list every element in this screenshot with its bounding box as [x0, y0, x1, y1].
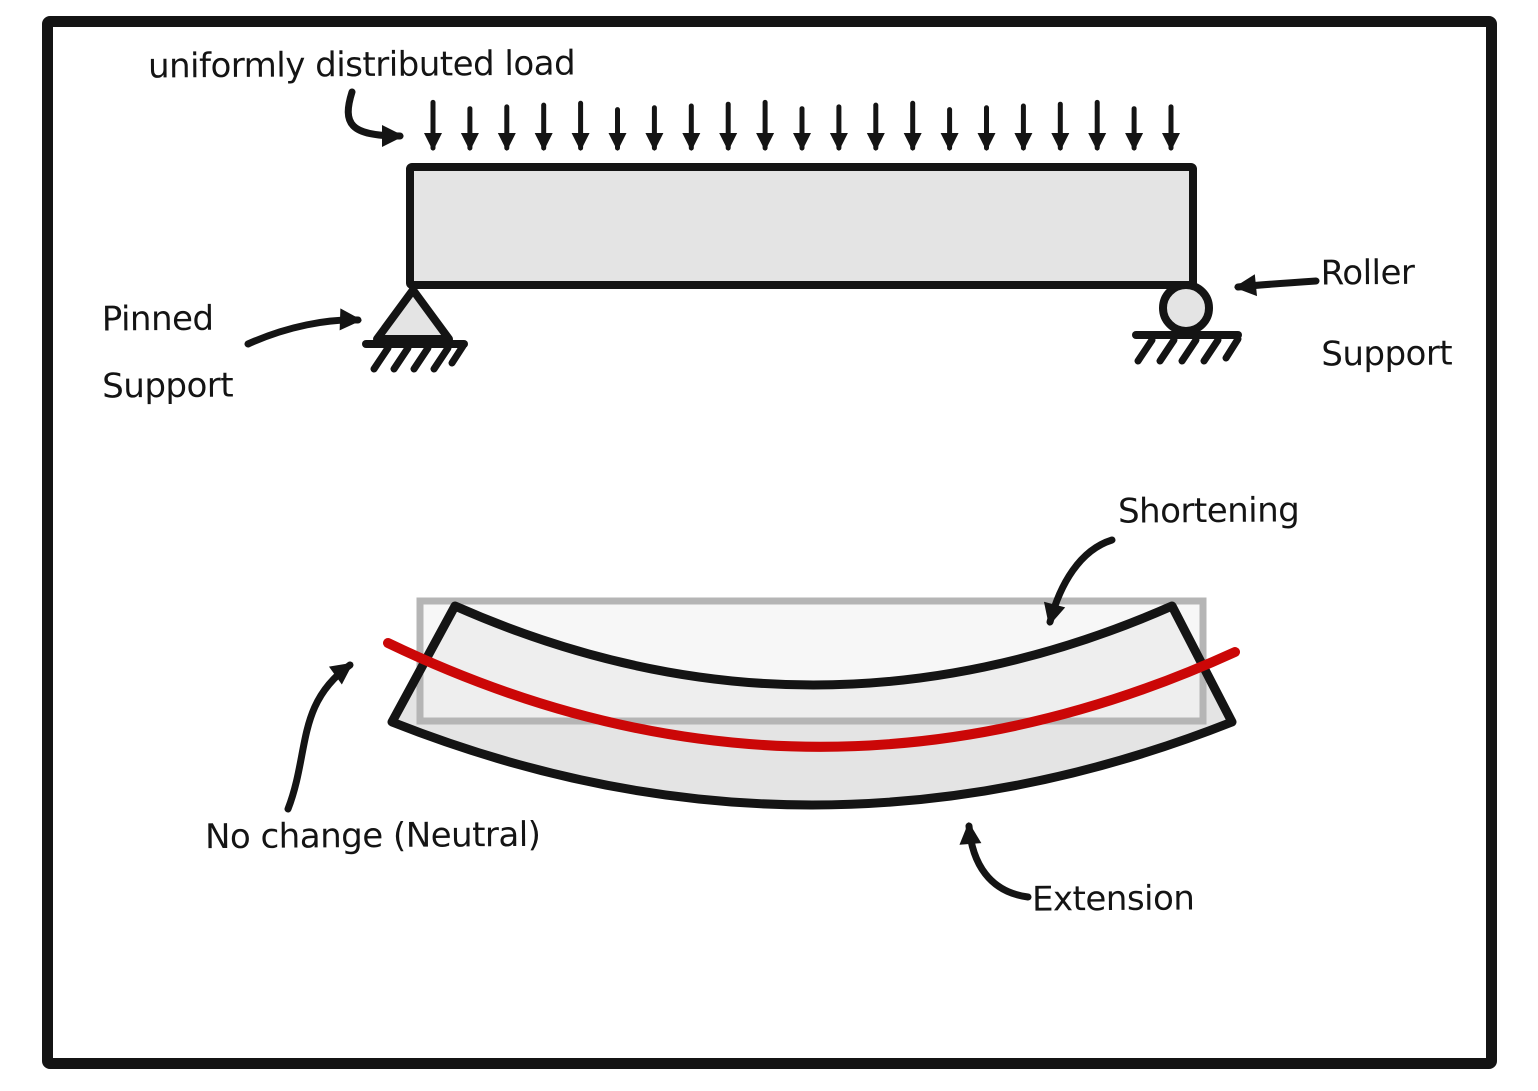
shortening-label: Shortening: [1117, 490, 1300, 532]
pinned-leader-arrow: [244, 308, 362, 348]
shortening-leader-arrow: [1043, 536, 1116, 626]
roller-support-label-line1: Roller: [1320, 252, 1415, 294]
neutral-label: No change (Neutral): [204, 814, 541, 858]
pinned-support-icon: [362, 286, 468, 373]
udl-leader-arrow: [344, 88, 404, 147]
extension-label: Extension: [1031, 878, 1195, 920]
pinned-support-label-line2: Support: [102, 365, 234, 407]
roller-support-label: Roller Support: [1320, 252, 1453, 375]
outer-border-frame: [42, 16, 1497, 1069]
bending-strain-diagram: [284, 536, 1240, 901]
load-arrows: [424, 99, 1180, 151]
extension-leader-arrow: [959, 822, 1032, 901]
beam: [406, 163, 1197, 289]
neutral-leader-arrow: [284, 661, 354, 813]
udl-label: uniformly distributed load: [147, 43, 576, 87]
roller-support-label-line2: Support: [1321, 333, 1453, 375]
roller-leader-arrow: [1234, 274, 1320, 297]
loaded-beam-diagram: [244, 88, 1320, 373]
neutral-axis-line: [383, 638, 1240, 752]
roller-support-icon: [1132, 281, 1242, 365]
pinned-support-label-line1: Pinned: [101, 298, 214, 340]
pinned-support-label: Pinned Support: [101, 298, 234, 407]
bent-beam-outline: [387, 601, 1237, 810]
